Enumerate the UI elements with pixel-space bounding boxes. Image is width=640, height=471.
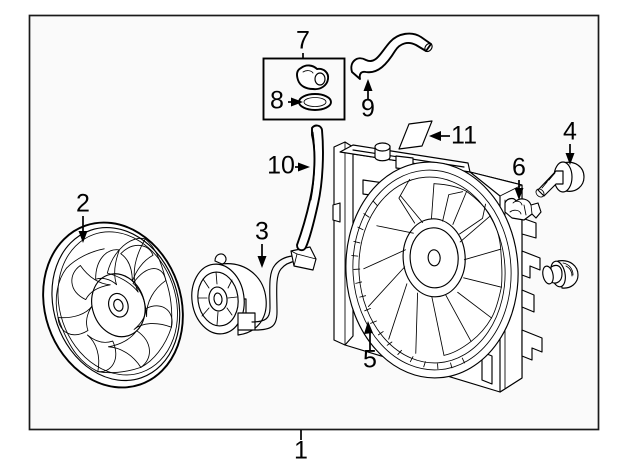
- inset-gasket-kit-box: 8 7: [262, 27, 346, 121]
- arrow-head-10: [298, 162, 310, 172]
- part-screw-grommet: [542, 260, 579, 289]
- part-overflow-tube: 10: [267, 124, 324, 252]
- arrow-head-9: [363, 79, 373, 91]
- arrow-head-6: [514, 188, 524, 200]
- callout-label-11: 11: [451, 122, 477, 150]
- callout-label-9: 9: [361, 95, 375, 123]
- part-retainer-clip: 6: [504, 154, 542, 221]
- arrow-head-2: [78, 231, 88, 243]
- callout-label-4: 4: [563, 118, 577, 146]
- part-fan-motor: 3: [191, 218, 317, 336]
- part-fan-shroud: 5: [332, 141, 543, 393]
- arrow-head-5: [364, 321, 373, 334]
- arrow-head-11: [429, 131, 441, 141]
- part-fan-blade: 2: [42, 190, 184, 389]
- arrow-head-3: [257, 256, 267, 268]
- arrow-head-8: [291, 97, 303, 107]
- callout-label-7: 7: [296, 27, 310, 55]
- part-coolant-hose: 9: [350, 32, 433, 123]
- arrow-head-4: [565, 153, 575, 165]
- callout-label-5: 5: [363, 346, 377, 374]
- callout-label-1: 1: [294, 437, 308, 465]
- assembly-callout-1: 1: [294, 430, 308, 465]
- callout-label-6: 6: [512, 154, 526, 182]
- part-flange-bolt: 4: [535, 118, 585, 198]
- callout-label-2: 2: [76, 190, 90, 218]
- part-mounting-plate: 11: [398, 120, 477, 150]
- callout-label-10: 10: [267, 152, 295, 180]
- callout-label-8: 8: [270, 87, 284, 115]
- callout-label-3: 3: [255, 218, 269, 246]
